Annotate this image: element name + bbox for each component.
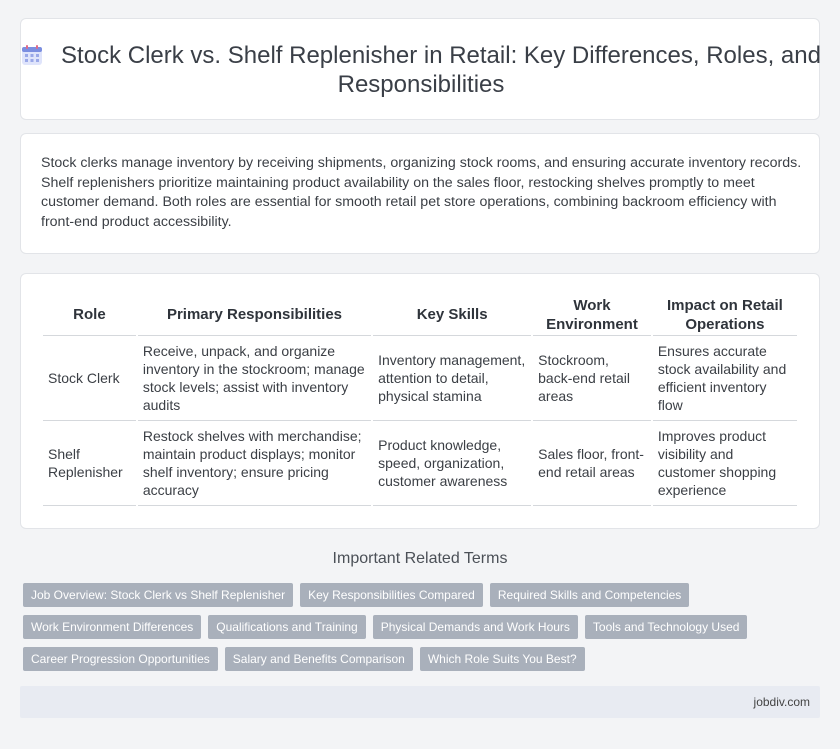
table-cell: Improves product visibility and customer… [652,421,797,506]
related-terms-tags: Job Overview: Stock Clerk vs Shelf Reple… [23,583,823,679]
tag-row: Job Overview: Stock Clerk vs Shelf Reple… [23,583,823,607]
calendar-icon [22,45,43,65]
comparison-table-card: Role Primary Responsibilities Key Skills… [20,273,820,529]
related-tag[interactable]: Qualifications and Training [208,615,366,639]
footer-site-link[interactable]: jobdiv.com [753,695,810,709]
table-cell: Stock Clerk [43,336,136,421]
related-terms-heading: Important Related Terms [332,550,508,567]
table-cell: Product knowledge, speed, organization, … [373,421,532,506]
related-tag[interactable]: Tools and Technology Used [584,615,748,639]
related-tag[interactable]: Job Overview: Stock Clerk vs Shelf Reple… [23,583,294,607]
table-header-row: Role Primary Responsibilities Key Skills… [43,294,797,336]
comparison-table: Role Primary Responsibilities Key Skills… [41,294,799,506]
page-title-text: Stock Clerk vs. Shelf Replenisher in Ret… [61,42,821,98]
tag-row: Work Environment Differences Qualificati… [23,615,823,639]
table-cell: Shelf Replenisher [43,421,136,506]
related-tag[interactable]: Which Role Suits You Best? [419,647,585,671]
table-cell: Inventory management, attention to detai… [373,336,532,421]
title-card: Stock Clerk vs. Shelf Replenisher in Ret… [20,18,821,120]
table-cell: Ensures accurate stock availability and … [652,336,797,421]
intro-paragraph: Stock clerks manage inventory by receivi… [41,155,802,230]
table-row: Stock Clerk Receive, unpack, and organiz… [43,336,797,421]
table-cell: Stockroom, back-end retail areas [533,336,651,421]
intro-card: Stock clerks manage inventory by receivi… [20,133,820,254]
table-cell: Receive, unpack, and organize inventory … [137,336,372,421]
table-cell: Sales floor, front-end retail areas [533,421,651,506]
header-primary-responsibilities: Primary Responsibilities [137,294,372,336]
table-cell: Restock shelves with merchandise; mainta… [137,421,372,506]
related-tag[interactable]: Work Environment Differences [23,615,202,639]
header-key-skills: Key Skills [373,294,532,336]
related-tag[interactable]: Salary and Benefits Comparison [224,647,413,671]
tag-row: Career Progression Opportunities Salary … [23,647,823,671]
related-tag[interactable]: Physical Demands and Work Hours [372,615,578,639]
related-tag[interactable]: Career Progression Opportunities [23,647,218,671]
related-tag[interactable]: Required Skills and Competencies [489,583,690,607]
page-title: Stock Clerk vs. Shelf Replenisher in Ret… [21,41,821,99]
header-work-environment: Work Environment [533,294,651,336]
related-tag[interactable]: Key Responsibilities Compared [300,583,483,607]
footer: jobdiv.com [20,686,820,718]
table-row: Shelf Replenisher Restock shelves with m… [43,421,797,506]
header-impact: Impact on Retail Operations [652,294,797,336]
header-role: Role [43,294,136,336]
